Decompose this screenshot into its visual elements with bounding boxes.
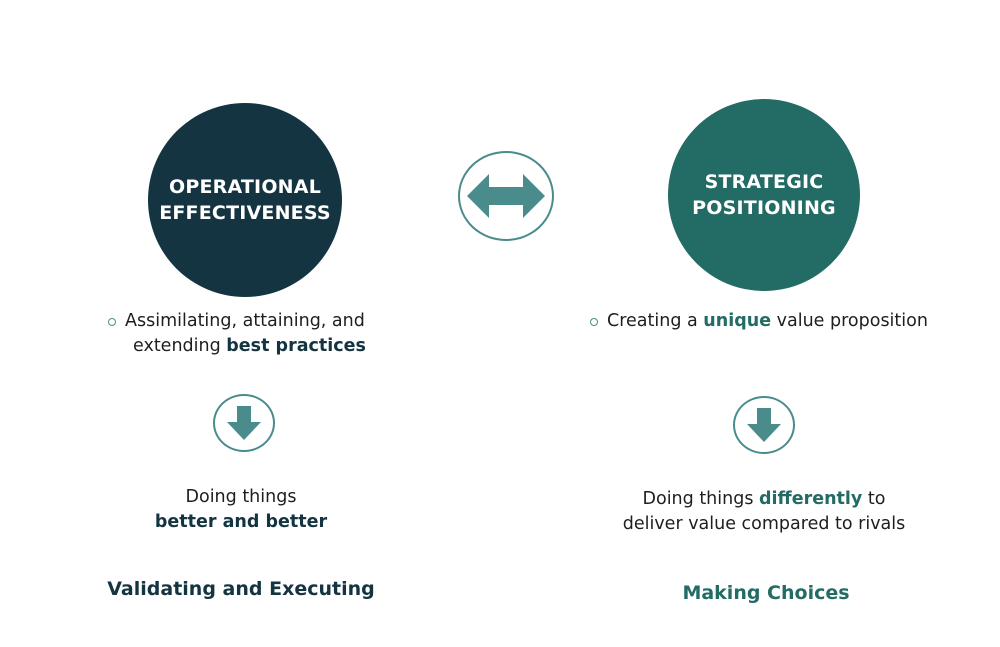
right-caption: Making Choices [682,582,850,604]
right-bullet-post: value proposition [771,311,928,331]
left-result-text: Doing things better and better [121,485,361,535]
right-bullet-line: Creating a unique value proposition [588,309,958,334]
left-result-line1: Doing things [185,487,297,507]
left-bullet-line2-text: extending [133,336,227,356]
left-bullet: Assimilating, attaining, and extending b… [106,309,406,359]
strategic-positioning-circle: STRATEGIC POSITIONING [668,99,860,291]
right-bullet-emphasis: unique [703,311,772,331]
right-bullet-pre: Creating a [607,311,704,331]
down-arrow-shape [747,408,781,442]
right-result-emphasis: differently [759,489,863,509]
right-result-pre: Doing things [642,489,760,509]
left-result-line2: better and better [154,512,328,532]
left-bullet-emphasis: best practices [226,336,366,356]
left-caption: Validating and Executing [107,578,375,600]
right-result-line2: deliver value compared to rivals [622,514,906,534]
double-arrow-shape [467,174,545,218]
bullet-circle-icon [108,318,116,326]
operational-effectiveness-circle: OPERATIONAL EFFECTIVENESS [148,103,342,297]
down-arrow-icon [213,394,275,452]
down-arrow-icon [733,396,795,454]
right-bullet: Creating a unique value proposition [588,309,958,334]
bullet-circle-icon [590,318,598,326]
left-bullet-line1: Assimilating, attaining, and [125,311,365,331]
double-arrow-icon [458,151,554,241]
right-result-line1: Doing things differently to [604,487,924,512]
right-result-text: Doing things differently to deliver valu… [604,487,924,537]
circle-title-line1: STRATEGIC [704,171,824,193]
circle-title-line2: POSITIONING [692,197,836,219]
circle-title-line2: EFFECTIVENESS [159,202,331,224]
circle-title-line1: OPERATIONAL [168,176,321,198]
left-bullet-line2: extending best practices [125,334,406,359]
down-arrow-shape [227,406,261,440]
right-result-post: to [862,489,886,509]
